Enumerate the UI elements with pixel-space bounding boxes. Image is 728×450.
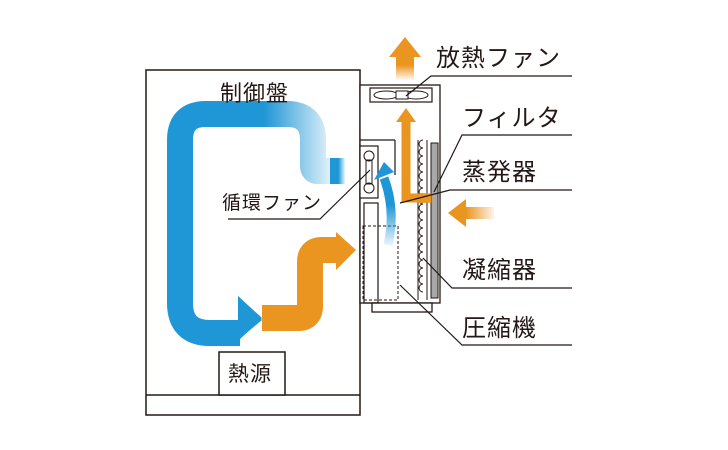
cold-air-flow xyxy=(167,101,333,346)
evaporator-condenser-coils xyxy=(417,139,428,300)
hot-air-flow xyxy=(262,237,338,331)
evaporator-label: 蒸発器 xyxy=(462,158,537,186)
filter xyxy=(430,142,439,299)
heat-source-box xyxy=(218,351,286,396)
cabinet-label: 制御盤 xyxy=(220,82,290,107)
compressor xyxy=(363,202,379,304)
control-cabinet xyxy=(145,69,361,416)
exhaust-fan-label: 放熱ファン xyxy=(436,44,561,72)
heat-source-label: 熱源 xyxy=(228,362,272,386)
leader-lines xyxy=(228,75,572,346)
condenser-label: 凝縮器 xyxy=(462,256,537,284)
circulation-fan-label: 循環ファン xyxy=(222,192,323,214)
filter-label: フィルタ xyxy=(462,104,562,132)
compressor-label: 圧縮機 xyxy=(462,314,537,342)
circulation-fan xyxy=(359,145,379,199)
